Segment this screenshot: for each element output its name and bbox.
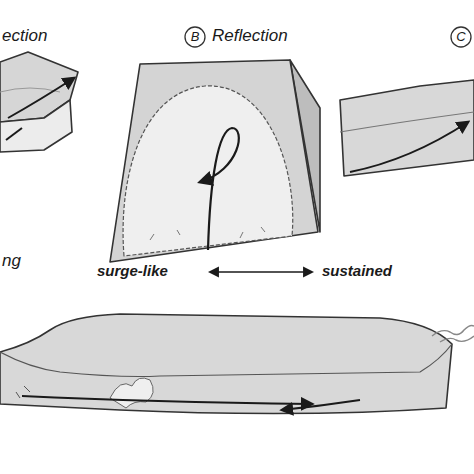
text-label: ection: [2, 27, 47, 46]
ramp-b: [110, 60, 320, 262]
text-label: sustained: [322, 263, 392, 280]
letter-circle: [451, 27, 471, 47]
text-label: Reflection: [212, 27, 288, 46]
scale-arrow: [210, 271, 312, 273]
channel: [0, 314, 474, 414]
panel-letter: C: [456, 30, 465, 44]
block-c: [340, 80, 474, 176]
letter-circle: [185, 27, 205, 47]
block-a: [0, 52, 78, 152]
panel-letter: B: [191, 30, 200, 44]
text-label: surge-like: [97, 263, 168, 280]
text-label: ng: [2, 252, 21, 271]
